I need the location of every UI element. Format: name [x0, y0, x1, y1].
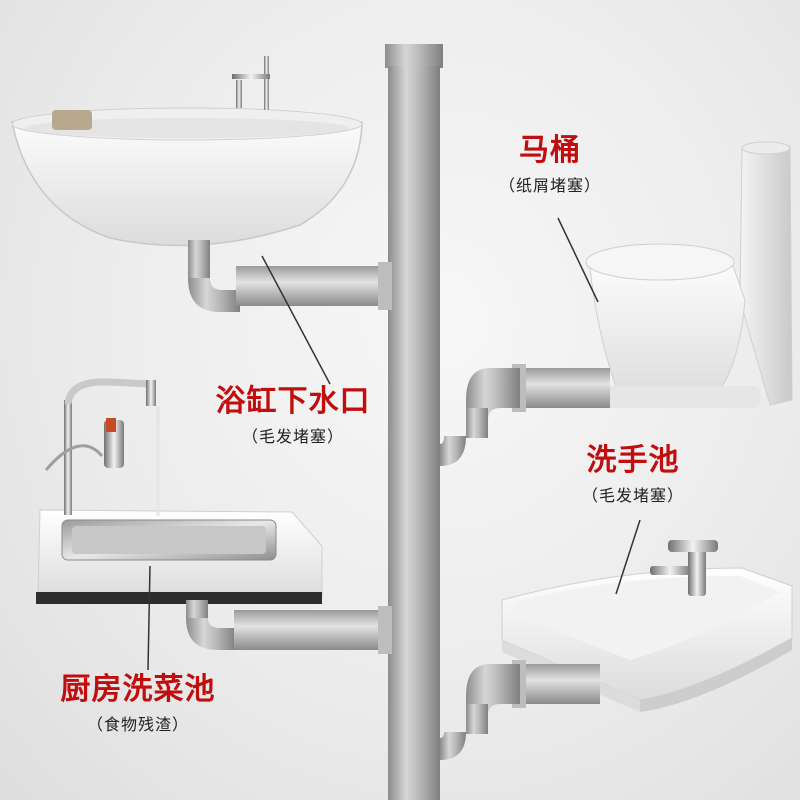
kitchen-cause: （食物残渣）	[86, 715, 189, 734]
washbasin-label: 洗手池 （毛发堵塞）	[568, 443, 698, 507]
kitchen-sink	[36, 378, 323, 604]
bathtub-cause: （毛发堵塞）	[241, 427, 344, 446]
toilet-title: 马桶	[519, 133, 581, 168]
washbasin-title: 洗手池	[586, 443, 680, 478]
toilet-cause: （纸屑堵塞）	[498, 176, 601, 195]
soap-dish-icon	[52, 110, 92, 130]
kitchen-faucet-icon	[44, 378, 160, 516]
toilet	[585, 141, 793, 408]
kitchen-drain-pipe	[186, 600, 392, 654]
bathtub-drain-pipe	[188, 240, 392, 312]
bathtub-label: 浴缸下水口 （毛发堵塞）	[208, 384, 378, 448]
toilet-leader-line	[557, 217, 599, 303]
main-stack-pipe	[385, 44, 443, 800]
washbasin-cause: （毛发堵塞）	[581, 486, 684, 505]
bath-faucet-icon	[236, 80, 242, 108]
bathtub-leader-line	[261, 255, 331, 385]
toilet-label: 马桶 （纸屑堵塞）	[495, 133, 605, 197]
basin-faucet-icon	[650, 540, 718, 596]
bathtub	[11, 56, 363, 247]
washbasin-drain-pipe	[440, 660, 600, 760]
toilet-drain-pipe	[440, 364, 610, 466]
washbasin-leader-line	[615, 519, 641, 595]
kitchen-title: 厨房洗菜池	[60, 672, 216, 707]
kitchen-leader-line	[147, 565, 151, 671]
bathtub-title: 浴缸下水口	[215, 384, 371, 419]
kitchen-label: 厨房洗菜池 （食物残渣）	[38, 672, 238, 736]
